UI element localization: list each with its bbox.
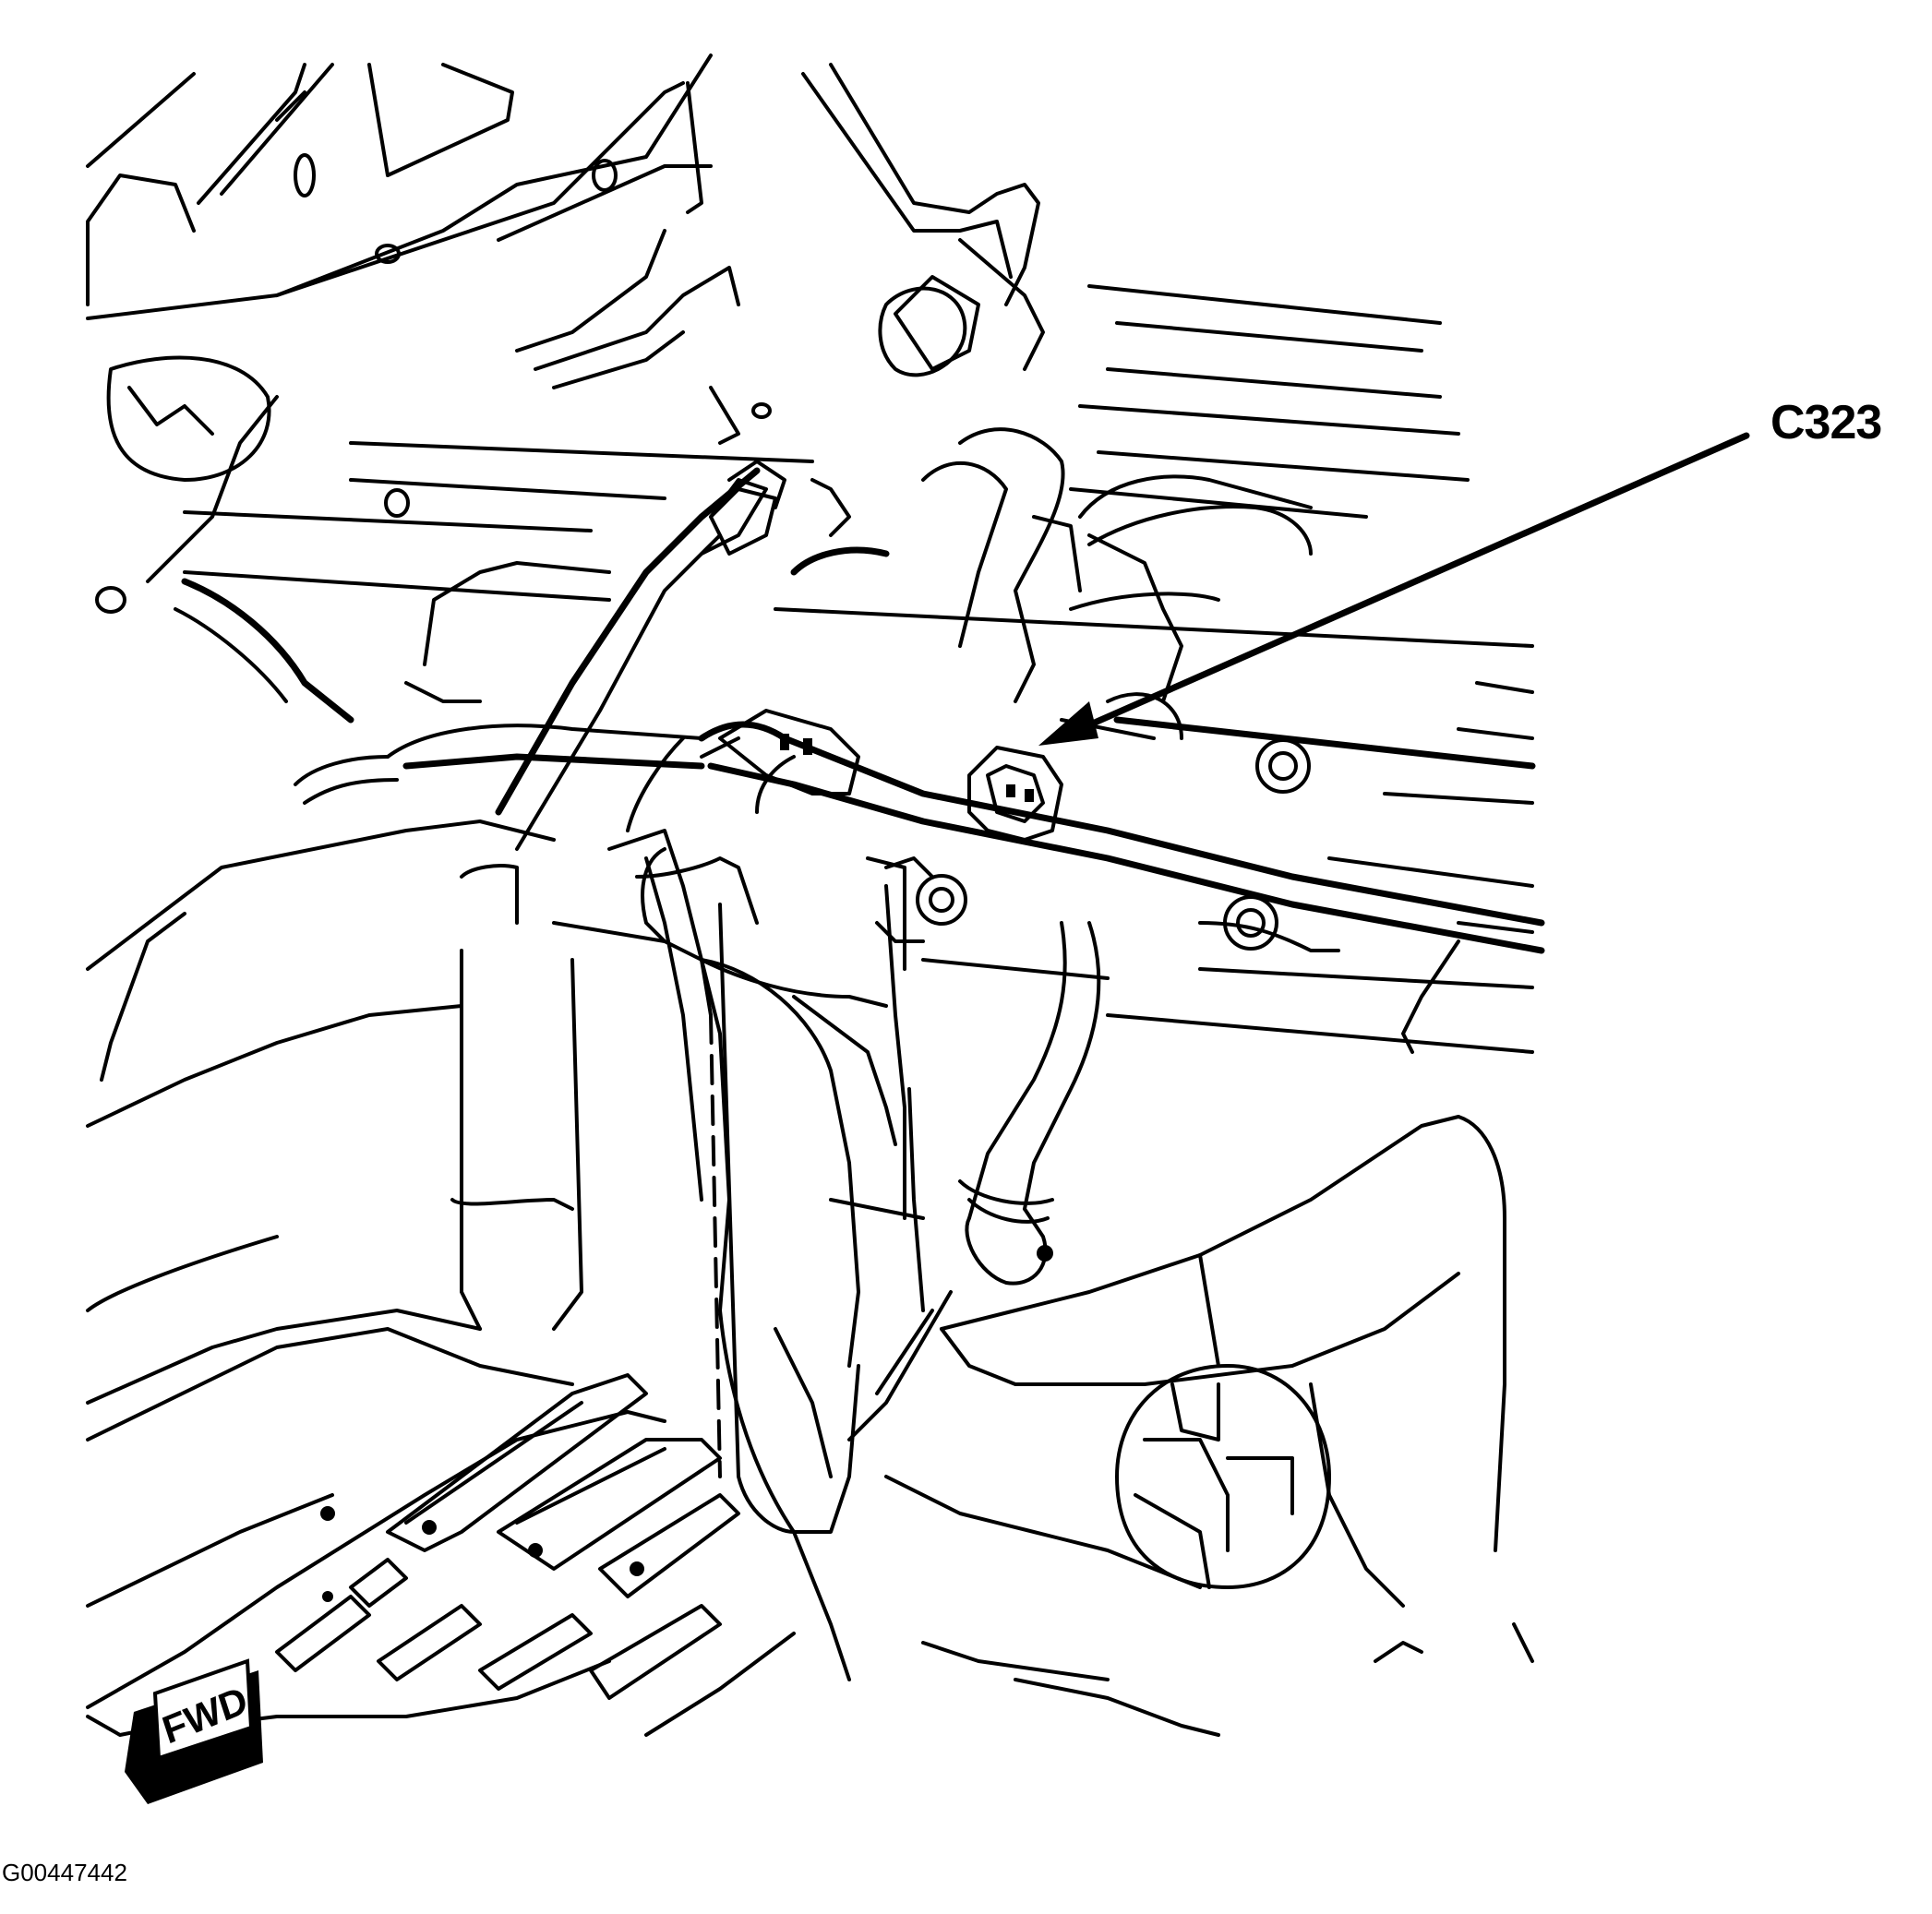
filler-hose-clamp xyxy=(847,921,1101,1441)
floor-panel-lines xyxy=(183,284,1534,1054)
upper-frame-structure xyxy=(86,54,772,614)
c323-connector xyxy=(967,746,1063,842)
rear-crossmember xyxy=(790,474,1536,1054)
callout-leader xyxy=(1038,432,1750,746)
forward-direction-badge: FWD xyxy=(125,1658,263,1804)
upper-line-connectors xyxy=(709,275,980,556)
fuel-pump-lock-ring xyxy=(1115,1364,1331,1589)
fuel-tank-left xyxy=(86,819,888,1534)
fuel-lines xyxy=(404,427,1183,925)
connector-callout-label: C323 xyxy=(1770,396,1882,449)
figure-id: G00447442 xyxy=(2,1859,127,1886)
fuel-sender-module xyxy=(607,829,925,1534)
fuel-tank-right xyxy=(792,1115,1534,1737)
fuel-filler-pipes xyxy=(515,63,1045,445)
inline-connector-left xyxy=(700,709,860,796)
